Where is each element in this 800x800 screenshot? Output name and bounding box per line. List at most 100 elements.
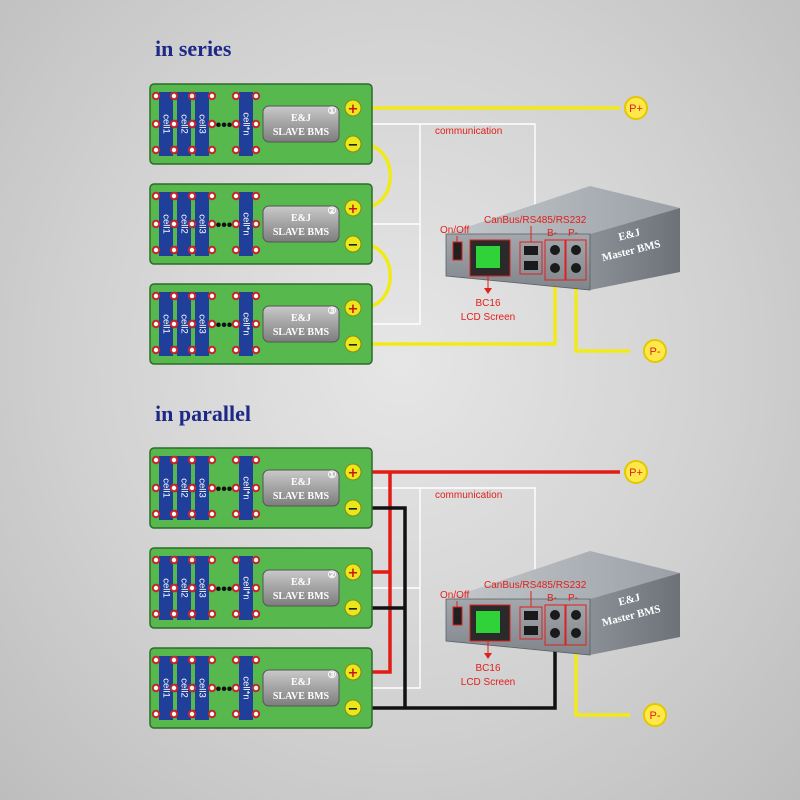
p-minus-socket bbox=[571, 245, 581, 255]
b-minus-port-frame bbox=[544, 604, 566, 646]
solder-pad bbox=[169, 709, 179, 719]
solder-pad bbox=[251, 191, 261, 201]
slave-bms-brand: E&J bbox=[291, 113, 311, 124]
plus-sign: + bbox=[348, 102, 359, 117]
solder-pad bbox=[251, 345, 261, 355]
cell-label: cell1 bbox=[160, 578, 171, 598]
cell-strip bbox=[195, 656, 209, 720]
parallel-comm-bottom bbox=[362, 588, 421, 689]
slave-bms-chip bbox=[262, 105, 340, 143]
solder-pad bbox=[251, 219, 261, 229]
p-minus-port-frame bbox=[565, 239, 587, 281]
slave-bms-chip bbox=[262, 469, 340, 507]
solder-pad bbox=[169, 683, 179, 693]
solder-pad bbox=[251, 319, 261, 329]
minus-terminal bbox=[344, 699, 362, 717]
slave-bms-label: SLAVE BMS bbox=[273, 491, 330, 502]
parallel-minus-bus bbox=[361, 506, 407, 708]
solder-pad bbox=[187, 555, 197, 565]
solder-pad bbox=[187, 191, 197, 201]
slave-bms-brand: E&J bbox=[291, 577, 311, 588]
solder-pad bbox=[169, 319, 179, 329]
on-off-label: On/Off bbox=[440, 225, 469, 236]
cell-strip bbox=[239, 556, 253, 620]
b-minus-label: B- bbox=[547, 593, 557, 604]
solder-pad bbox=[251, 555, 261, 565]
p-minus-socket bbox=[571, 628, 581, 638]
solder-pad bbox=[251, 655, 261, 665]
on-off-label: On/Off bbox=[440, 590, 469, 601]
cell-strip bbox=[159, 556, 173, 620]
cell-strip bbox=[195, 192, 209, 256]
solder-pad bbox=[251, 509, 261, 519]
text-layer: in seriesOn/OffCanBus/RS485/RS232B-P-BC1… bbox=[155, 36, 661, 722]
parallel-p-plus-label: P+ bbox=[629, 467, 643, 479]
cell-label: cell1 bbox=[160, 478, 171, 498]
solder-pad bbox=[169, 455, 179, 465]
plus-terminal bbox=[344, 99, 362, 117]
solder-pad bbox=[207, 609, 217, 619]
solder-pad bbox=[207, 291, 217, 301]
solder-pad bbox=[187, 709, 197, 719]
solder-pad bbox=[207, 91, 217, 101]
solder-pad bbox=[231, 219, 241, 229]
plus-sign: + bbox=[348, 566, 359, 581]
solder-pad bbox=[231, 291, 241, 301]
slave-bms-label: SLAVE BMS bbox=[273, 227, 330, 238]
plus-terminal bbox=[344, 663, 362, 681]
plus-sign: + bbox=[348, 202, 359, 217]
solder-pad bbox=[251, 683, 261, 693]
comm-port bbox=[524, 246, 538, 255]
minus-sign: − bbox=[348, 502, 359, 517]
solder-pad bbox=[169, 583, 179, 593]
solder-pad bbox=[231, 509, 241, 519]
cell-label: cell1 bbox=[160, 214, 171, 234]
box-top bbox=[446, 186, 680, 234]
comm-ports-label: CanBus/RS485/RS232 bbox=[484, 580, 587, 591]
minus-terminal bbox=[344, 135, 362, 153]
heading-parallel: in parallel bbox=[155, 401, 251, 426]
cell-strip bbox=[177, 192, 191, 256]
box-top bbox=[446, 551, 680, 599]
series-p-minus-marker bbox=[643, 339, 667, 363]
solder-pad bbox=[207, 455, 217, 465]
b-minus-port-frame bbox=[544, 239, 566, 281]
solder-pad bbox=[187, 91, 197, 101]
p-minus-socket bbox=[571, 610, 581, 620]
solder-pad bbox=[251, 119, 261, 129]
solder-pad bbox=[231, 683, 241, 693]
parallel-p-plus-marker bbox=[624, 460, 648, 484]
solder-pad bbox=[151, 709, 161, 719]
solder-pad bbox=[187, 483, 197, 493]
cell-strip bbox=[159, 92, 173, 156]
solder-pad bbox=[187, 119, 197, 129]
minus-sign: − bbox=[348, 138, 359, 153]
cell-strip bbox=[239, 656, 253, 720]
solder-pad bbox=[151, 583, 161, 593]
solder-pad bbox=[169, 655, 179, 665]
solder-pad bbox=[207, 555, 217, 565]
solder-pad bbox=[207, 509, 217, 519]
solder-pad bbox=[151, 319, 161, 329]
ellipsis-dots: ••• bbox=[216, 317, 233, 334]
plus-sign: + bbox=[348, 302, 359, 317]
solder-pad bbox=[151, 483, 161, 493]
p-minus-port-label: P- bbox=[568, 228, 578, 239]
slave-bms-label: SLAVE BMS bbox=[273, 691, 330, 702]
cell-strip bbox=[239, 92, 253, 156]
ellipsis-dots: ••• bbox=[216, 117, 233, 134]
cell-label: cell3 bbox=[196, 478, 207, 498]
plus-terminal bbox=[344, 199, 362, 217]
cell-label: cell1 bbox=[160, 314, 171, 334]
minus-terminal bbox=[344, 335, 362, 353]
solder-pad bbox=[187, 291, 197, 301]
slave-bms-label: SLAVE BMS bbox=[273, 327, 330, 338]
solder-pad bbox=[187, 245, 197, 255]
comm-port bbox=[524, 626, 538, 635]
solder-pad bbox=[187, 509, 197, 519]
solder-pad bbox=[231, 191, 241, 201]
slave-bms-brand: E&J bbox=[291, 313, 311, 324]
